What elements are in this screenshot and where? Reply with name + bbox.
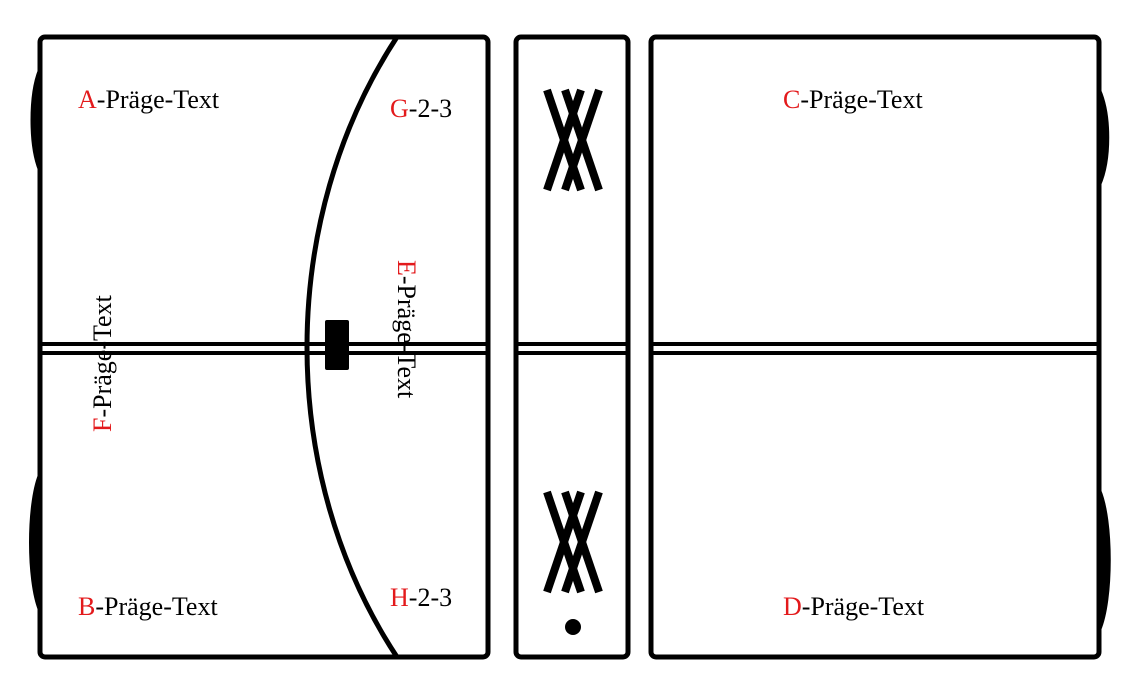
label-d-letter: D: [783, 592, 802, 621]
cross-mark-icon: [543, 88, 603, 192]
label-g-letter: G: [390, 94, 409, 123]
label-a-letter: A: [78, 85, 97, 114]
label-b-text: -Präge-Text: [95, 592, 218, 621]
spine-panel: [513, 34, 631, 660]
cross-mark-icon: [543, 490, 603, 594]
label-f: F-Präge-Text: [88, 295, 118, 432]
label-a: A-Präge-Text: [78, 85, 219, 115]
label-f-text: -Präge-Text: [88, 295, 117, 418]
label-h-text: -2-3: [408, 583, 453, 612]
label-c-letter: C: [783, 85, 801, 114]
label-c-text: -Präge-Text: [800, 85, 923, 114]
back-cover-panel: [648, 34, 1102, 660]
label-d-text: -Präge-Text: [801, 592, 925, 621]
label-e: E-Präge-Text: [391, 260, 421, 398]
label-a-text: -Präge-Text: [96, 85, 220, 114]
label-c: C-Präge-Text: [783, 85, 923, 115]
front-cover-panel: [37, 34, 491, 660]
dot-icon: [565, 619, 581, 635]
label-g-text: -2-3: [408, 94, 453, 123]
label-g: G-2-3: [390, 94, 452, 124]
front-cover-curve: [304, 35, 400, 659]
label-e-letter: E: [392, 260, 421, 276]
label-h: H-2-3: [390, 583, 452, 613]
label-e-text: -Präge-Text: [392, 275, 421, 399]
label-d: D-Präge-Text: [783, 592, 924, 622]
label-f-letter: F: [88, 417, 117, 432]
closure-tab: [325, 320, 349, 370]
label-b: B-Präge-Text: [78, 592, 218, 622]
label-b-letter: B: [78, 592, 96, 621]
label-h-letter: H: [390, 583, 409, 612]
